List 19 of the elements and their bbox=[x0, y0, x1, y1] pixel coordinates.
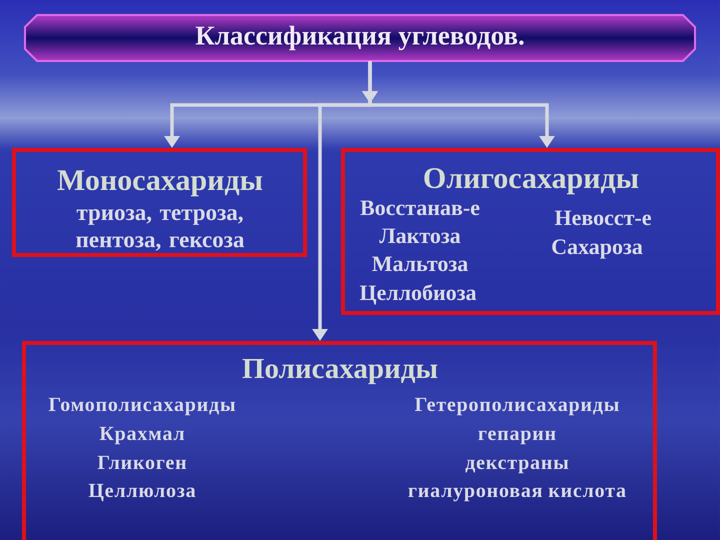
box-heading: Моносахариды bbox=[58, 170, 262, 196]
list-item: Мальтоза bbox=[372, 256, 468, 272]
list-item: Целлобиоза bbox=[360, 284, 476, 305]
list-item: декстраны bbox=[465, 460, 568, 474]
list-item: Лактоза bbox=[379, 228, 460, 244]
list-item: гепарин bbox=[478, 430, 556, 444]
list-item: Гликоген bbox=[98, 456, 186, 470]
box-heading: Олигосахариды bbox=[424, 168, 638, 194]
list-item: Сахароза bbox=[552, 239, 642, 259]
list-item: Крахмал bbox=[100, 426, 184, 444]
list-item: Целлюлоза bbox=[88, 484, 196, 502]
title-banner: Классификация углеводов. bbox=[24, 14, 696, 62]
body-text: триоза, тетроза, пентоза, гексоза bbox=[76, 209, 244, 251]
box-heading: Полисахариды bbox=[242, 359, 438, 384]
subheading: Гетерополисахариды bbox=[415, 398, 619, 416]
list-item: гиалуроновая кислота bbox=[408, 488, 626, 502]
subheading: Невосст-е bbox=[554, 210, 651, 226]
subheading: Восстанав-е bbox=[360, 200, 480, 216]
subheading: Гомополисахариды bbox=[48, 398, 236, 416]
